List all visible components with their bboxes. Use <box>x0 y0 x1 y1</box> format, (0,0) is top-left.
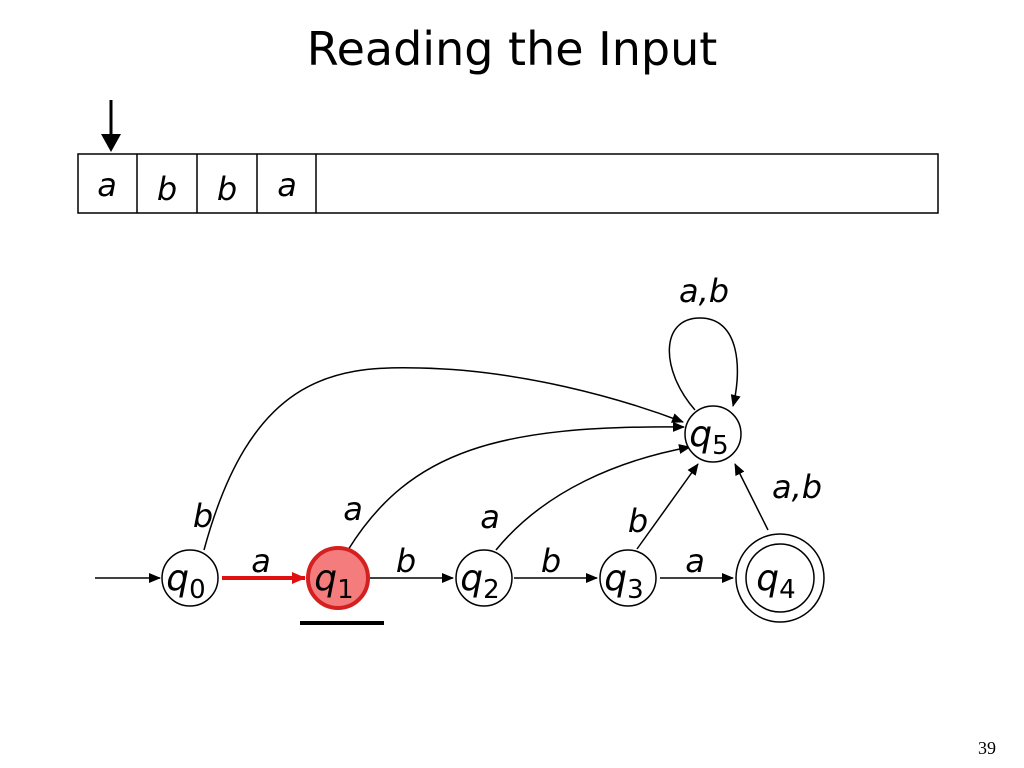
tape-symbol: b <box>217 170 237 208</box>
svg-text:q2: q2 <box>460 558 499 605</box>
svg-text:q3: q3 <box>604 558 643 605</box>
edge-label-q1-q5: a <box>343 490 363 528</box>
transition-q1-q5 <box>347 421 685 551</box>
edge-label-q3-q4: a <box>685 542 705 580</box>
state-q5: q5 <box>684 405 742 463</box>
tape-symbol: b <box>157 170 177 208</box>
state-q4-accepting: q4 <box>735 533 825 623</box>
tape-border <box>77 153 939 214</box>
state-name: q <box>166 558 189 599</box>
read-head-arrow-icon <box>101 100 121 152</box>
edge-label-q2-q5: a <box>480 498 500 536</box>
state-q1-current: q1 <box>306 546 370 610</box>
state-q3: q3 <box>599 549 657 607</box>
edge-label-q0-q5: b <box>193 497 213 535</box>
state-subscript: 1 <box>337 575 354 605</box>
slide-title: Reading the Input <box>306 22 718 76</box>
edge-label-q0-q1: a <box>251 542 271 580</box>
tape-symbol: a <box>277 166 297 204</box>
transition-q3-q5 <box>636 463 699 550</box>
edge-label-q4-q5: a,b <box>772 468 822 506</box>
state-subscript: 3 <box>627 575 644 605</box>
tape-symbol: a <box>97 166 117 204</box>
state-subscript: 4 <box>779 575 796 605</box>
transition-q4-q5 <box>734 463 769 531</box>
input-tape: a b b a <box>77 153 939 214</box>
svg-text:q1: q1 <box>314 558 353 605</box>
state-subscript: 0 <box>189 575 206 605</box>
svg-text:q4: q4 <box>756 558 795 605</box>
transition-q5-self-loop <box>668 317 741 411</box>
edge-label-q3-q5: b <box>628 502 648 540</box>
svg-text:q5: q5 <box>689 414 728 461</box>
edge-label-q5-self-loop: a,b <box>679 272 729 310</box>
state-name: q <box>689 414 712 455</box>
state-q2: q2 <box>455 549 513 607</box>
edge-label-q1-q2: b <box>396 542 416 580</box>
state-name: q <box>756 558 779 599</box>
transition-q0-q5 <box>203 366 684 551</box>
state-name: q <box>460 558 483 599</box>
state-subscript: 2 <box>483 575 500 605</box>
state-subscript: 5 <box>712 431 729 461</box>
transition-q2-q5 <box>495 444 691 551</box>
state-q0: q0 <box>161 549 219 607</box>
edge-label-q2-q3: b <box>541 542 561 580</box>
state-name: q <box>604 558 627 599</box>
page-number: 39 <box>978 738 996 758</box>
svg-text:q0: q0 <box>166 558 205 605</box>
state-name: q <box>314 558 337 599</box>
